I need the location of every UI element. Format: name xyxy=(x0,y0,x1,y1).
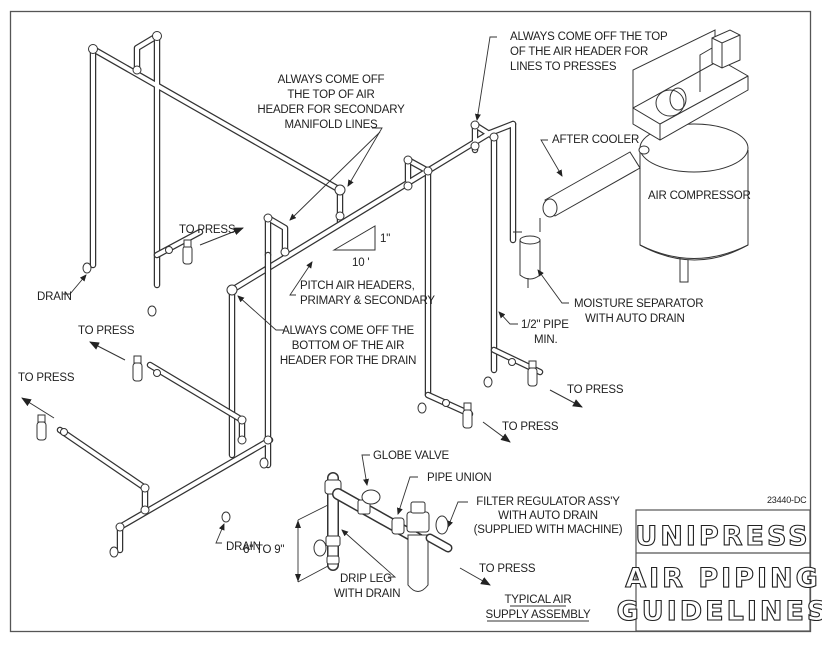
pipe-union-icon xyxy=(391,517,405,535)
drain-valve-icon xyxy=(483,376,493,388)
labels: ALWAYS COME OFF THE TOP OF AIR HEADER FO… xyxy=(18,31,704,622)
pipe-fittings xyxy=(88,31,499,532)
drain-valve-icon xyxy=(417,402,427,414)
pipe-union-label: PIPE UNION xyxy=(427,472,491,484)
globe-valve-label: GLOBE VALVE xyxy=(373,450,450,462)
svg-text:OF THE AIR HEADER FOR: OF THE AIR HEADER FOR xyxy=(510,46,648,58)
svg-text:DRIP LEG: DRIP LEG xyxy=(340,573,392,585)
to-press-label: TO PRESS xyxy=(18,372,75,384)
typical-assembly-caption: TYPICAL AIR SUPPLY ASSEMBLY xyxy=(485,594,591,622)
to-press-label: TO PRESS xyxy=(78,325,135,337)
secondary-manifold-note: ALWAYS COME OFF THE TOP OF AIR HEADER FO… xyxy=(257,74,405,131)
arrow-icon xyxy=(89,341,126,361)
press-drops xyxy=(153,228,544,418)
pipe-network xyxy=(36,31,544,558)
drain-label: DRAIN xyxy=(226,541,261,553)
pitch-run-label: 10 ' xyxy=(352,257,369,269)
svg-text:SUPPLY ASSEMBLY: SUPPLY ASSEMBLY xyxy=(485,609,591,621)
to-press-label: TO PRESS xyxy=(479,563,536,575)
pitch-rise-label: 1" xyxy=(380,233,390,245)
drip-leg-note: DRIP LEG WITH DRAIN xyxy=(334,573,401,600)
svg-text:MOISTURE SEPARATOR: MOISTURE SEPARATOR xyxy=(574,298,703,310)
lines-to-presses-note: ALWAYS COME OFF THE TOP OF THE AIR HEADE… xyxy=(510,31,668,73)
to-press-label: TO PRESS xyxy=(179,224,236,236)
arrow-icon xyxy=(549,389,583,408)
filter-regulator-note: FILTER REGULATOR ASS'Y WITH AUTO DRAIN (… xyxy=(474,496,623,536)
drain-valve-icon xyxy=(109,546,119,558)
drain-valves xyxy=(82,262,493,558)
svg-text:1/2" PIPE: 1/2" PIPE xyxy=(521,319,569,331)
after-cooler-icon xyxy=(542,145,650,218)
svg-text:WITH AUTO DRAIN: WITH AUTO DRAIN xyxy=(585,313,685,325)
air-compressor-label: AIR COMPRESSOR xyxy=(648,190,751,202)
moisture-separator-note: MOISTURE SEPARATOR WITH AUTO DRAIN xyxy=(574,298,704,325)
drip-leg-height-label: 6" TO 9" xyxy=(243,544,284,556)
drain-bottom-note: ALWAYS COME OFF THE BOTTOM OF THE AIR HE… xyxy=(280,325,417,367)
svg-text:ALWAYS COME OFF: ALWAYS COME OFF xyxy=(278,74,385,86)
pipe-min-note: 1/2" PIPE MIN. xyxy=(521,319,569,346)
svg-text:MANIFOLD LINES: MANIFOLD LINES xyxy=(284,119,378,131)
svg-text:HEADER FOR SECONDARY: HEADER FOR SECONDARY xyxy=(257,104,405,116)
drain-valve-icon xyxy=(313,539,327,557)
pitch-triangle-icon: 1" 10 ' xyxy=(332,225,390,269)
svg-text:LINES TO PRESSES: LINES TO PRESSES xyxy=(510,61,617,73)
globe-valve-icon xyxy=(357,489,381,515)
filter-regulators xyxy=(36,239,538,441)
arrow-icon xyxy=(459,567,491,586)
svg-text:ALWAYS COME OFF THE TOP: ALWAYS COME OFF THE TOP xyxy=(510,31,668,43)
title-line-2: GUIDELINES xyxy=(617,596,822,627)
filter-regulator-icon xyxy=(406,501,453,592)
svg-text:BOTTOM OF THE AIR: BOTTOM OF THE AIR xyxy=(292,340,404,352)
to-press-label: TO PRESS xyxy=(567,384,624,396)
title-block: 23440-DC UNIPRESS AIR PIPING GUIDELINES xyxy=(616,495,822,632)
svg-text:TYPICAL AIR: TYPICAL AIR xyxy=(504,594,571,606)
filter-regulator-icon xyxy=(36,414,68,441)
title-line-1: AIR PIPING xyxy=(625,563,821,594)
svg-text:WITH AUTO DRAIN: WITH AUTO DRAIN xyxy=(498,510,598,522)
drawing-number: 23440-DC xyxy=(767,495,807,505)
drain-valve-icon xyxy=(147,305,157,317)
pitch-headers-note: PITCH AIR HEADERS, PRIMARY & SECONDARY xyxy=(300,280,436,307)
air-compressor-icon: AIR COMPRESSOR xyxy=(632,29,751,283)
filter-regulator-icon xyxy=(132,355,161,382)
svg-text:WITH DRAIN: WITH DRAIN xyxy=(334,588,400,600)
drain-label: DRAIN xyxy=(37,291,72,303)
svg-text:PRIMARY & SECONDARY: PRIMARY & SECONDARY xyxy=(300,295,435,307)
filter-regulator-icon xyxy=(442,399,473,429)
svg-text:MIN.: MIN. xyxy=(534,334,557,346)
arrow-icon xyxy=(21,397,55,419)
svg-text:ALWAYS COME OFF THE: ALWAYS COME OFF THE xyxy=(282,325,414,337)
filter-regulator-icon xyxy=(508,358,538,387)
svg-text:HEADER FOR THE DRAIN: HEADER FOR THE DRAIN xyxy=(280,355,416,367)
svg-text:PITCH AIR HEADERS,: PITCH AIR HEADERS, xyxy=(300,280,415,292)
to-press-label: TO PRESS xyxy=(502,421,559,433)
svg-text:(SUPPLIED WITH MACHINE): (SUPPLIED WITH MACHINE) xyxy=(474,524,623,536)
company-name: UNIPRESS xyxy=(635,521,810,552)
after-cooler-label: AFTER COOLER xyxy=(552,134,639,146)
moisture-separator-icon xyxy=(513,218,541,288)
typical-supply-assembly xyxy=(295,472,453,592)
svg-text:FILTER REGULATOR ASS'Y: FILTER REGULATOR ASS'Y xyxy=(476,496,620,508)
leader-lines xyxy=(63,36,569,578)
to-press-arrows xyxy=(21,227,583,586)
svg-text:THE TOP OF AIR: THE TOP OF AIR xyxy=(287,89,374,101)
drain-valve-icon xyxy=(82,262,92,274)
drip-leg-dimension xyxy=(295,504,329,583)
arrow-icon xyxy=(482,421,511,443)
drain-valve-icon xyxy=(221,511,231,523)
lower-secondary-header xyxy=(56,251,274,554)
arrow-icon xyxy=(199,227,244,246)
filter-regulator-icon xyxy=(165,239,193,265)
drain-valve-icon xyxy=(259,457,269,469)
sheet-border xyxy=(9,10,812,633)
